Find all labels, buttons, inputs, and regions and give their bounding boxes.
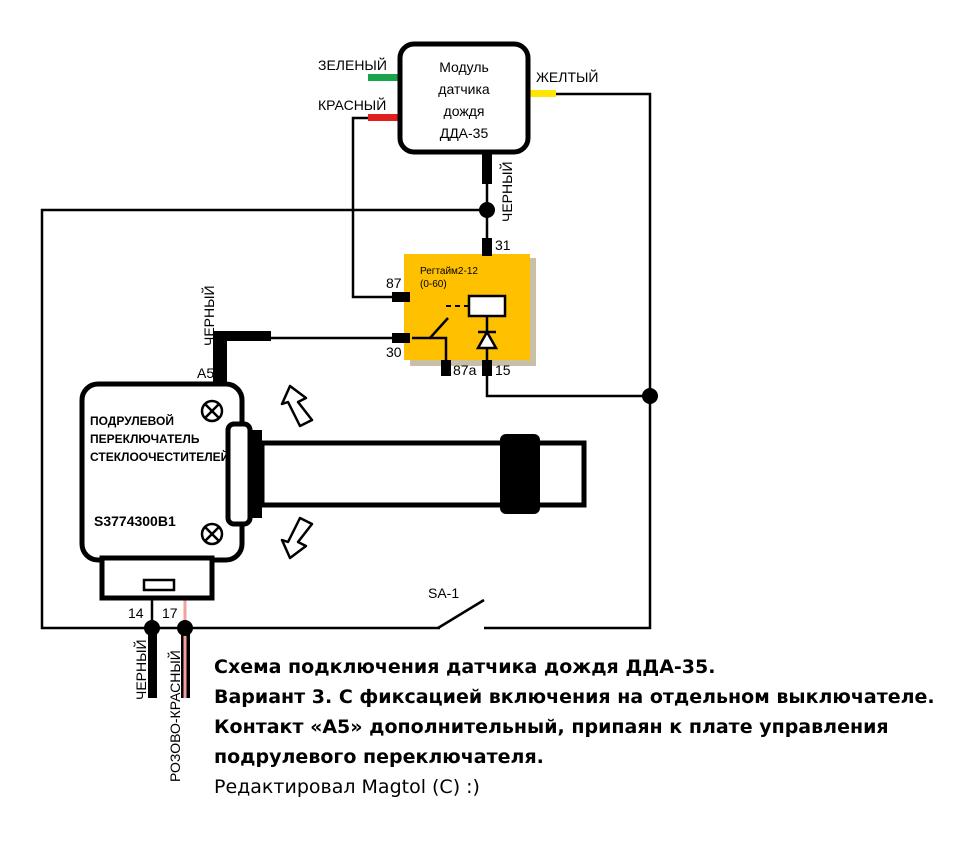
caption-line-3: Контакт «A5» дополнительный, припаян к п… (214, 716, 889, 738)
junction-pin-17 (177, 620, 193, 636)
pin-14-label: 14 (128, 605, 144, 621)
caption-line-1: Схема подключения датчика дождя ДДА-35. (214, 656, 716, 678)
module-black-lead (482, 150, 492, 184)
pin-30-label: 30 (386, 344, 402, 360)
switch-lever-band (500, 434, 540, 514)
relay-coil (467, 294, 507, 318)
arrow-down-icon (280, 516, 314, 560)
relay-pin-87 (392, 292, 410, 302)
wire-yellow-to-right-bus (484, 92, 652, 630)
relay-pin-31 (482, 238, 492, 256)
module-line-4: ДДА-35 (440, 125, 489, 141)
label-black-a5-wire: ЧЕРНЫЙ (200, 285, 217, 346)
pin-87a-label: 87а (453, 362, 477, 378)
label-pink-red-17-wire: РОЗОВО-КРАСНЫЙ (166, 650, 183, 782)
switch-line-3: СТЕКЛООЧЕСТИТЕЛЕЙ (90, 449, 229, 464)
module-line-1: Модуль (439, 59, 489, 75)
relay-subtitle: (0-60) (420, 279, 447, 290)
relay-contact-87a (430, 336, 448, 362)
label-black-module-wire: ЧЕРНЫЙ (498, 161, 515, 222)
pin-14-lead (148, 628, 157, 698)
label-black-14-wire: ЧЕРНЫЙ (132, 639, 149, 700)
wire-red-stub (368, 114, 400, 121)
wire-red-to-pin-87 (351, 116, 395, 299)
sa1-switch-blade (437, 598, 485, 630)
rain-sensor-module (397, 41, 531, 155)
module-line-2: датчика (438, 81, 490, 97)
wire-yellow-stub (528, 90, 556, 97)
pin-17-label: 17 (162, 605, 178, 621)
wire-a5-to-pin-30 (220, 336, 410, 384)
caption-line-2: Вариант 3. С фиксацией включения на отде… (214, 686, 935, 708)
junction-pin-14 (144, 620, 160, 636)
pin-31-label: 31 (495, 237, 511, 253)
arrow-up-icon (280, 384, 314, 428)
junction-top (479, 202, 495, 218)
module-line-3: дождя (444, 103, 485, 119)
wire-pin-15-to-bus (485, 374, 650, 398)
sa1-label: SA-1 (428, 585, 459, 601)
screw-icon-bottom (200, 522, 224, 546)
switch-line-1: ПОДРУЛЕВОЙ (90, 413, 174, 428)
switch-connector (99, 555, 215, 601)
caption-line-5: Редактировал Magtol (C) :) (214, 776, 480, 798)
caption-line-4: подрулевого переключателя. (214, 746, 544, 768)
pin-15-label: 15 (495, 362, 511, 378)
switch-lever-collar (248, 430, 262, 518)
relay-pin-30 (392, 333, 410, 343)
relay-title: Регтайм2-12 (420, 266, 478, 277)
wire-top-bus-left (40, 208, 487, 630)
pin-87-label: 87 (386, 275, 402, 291)
a5-label: A5 (197, 365, 214, 381)
screw-icon-top (200, 399, 224, 423)
relay-pin-87a (441, 360, 451, 376)
diagram-caption: Схема подключения датчика дождя ДДА-35. … (214, 652, 954, 802)
a5-lead (213, 331, 227, 385)
a5-lead-top (213, 331, 271, 341)
label-green-wire: ЗЕЛЕНЫЙ (318, 56, 387, 73)
wire-green-stub (368, 74, 400, 81)
relay-pin-15 (482, 360, 492, 376)
switch-line-2: ПЕРЕКЛЮЧАТЕЛЬ (90, 432, 200, 446)
junction-right (642, 388, 658, 404)
switch-part-number: S3774300B1 (94, 513, 176, 529)
label-red-wire: КРАСНЫЙ (318, 96, 386, 113)
switch-connector-latch (142, 578, 176, 592)
switch-lever-mount (225, 421, 253, 527)
label-yellow-wire: ЖЕЛТЫЙ (536, 68, 598, 85)
